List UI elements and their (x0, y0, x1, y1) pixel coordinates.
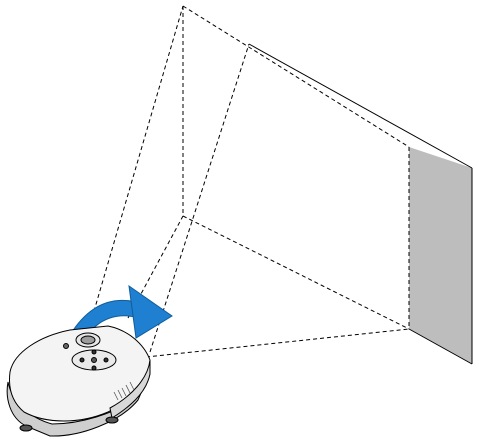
image-top-edge (182, 5, 410, 148)
projector-power-button (63, 343, 69, 349)
screen-top-edge (248, 43, 473, 169)
arrow-head (128, 284, 173, 339)
projector-button-down (91, 365, 97, 371)
projector-button-center (91, 357, 97, 363)
projection-beam (91, 5, 410, 358)
projector-button-right (103, 357, 109, 363)
beam-line-bottom-right (145, 328, 410, 358)
projected-image-outline (182, 5, 410, 330)
projector-foot-left (19, 424, 33, 432)
projector-button-left (79, 357, 85, 363)
projector-vent-grille (113, 381, 135, 401)
projector-side-shade (109, 359, 151, 419)
projector-icon (6, 325, 151, 437)
beam-line-top-left (91, 5, 184, 319)
beam-line-bottom-left (127, 215, 184, 319)
projector-foot-right (105, 416, 119, 424)
screen-bottom-edge (408, 328, 473, 365)
screen-shadow-panel (409, 147, 472, 364)
projection-screen (248, 43, 473, 365)
projector-lens (80, 335, 96, 345)
beam-line-top-right (149, 43, 250, 353)
image-bottom-edge (182, 215, 410, 330)
projector-button-up (91, 349, 97, 355)
